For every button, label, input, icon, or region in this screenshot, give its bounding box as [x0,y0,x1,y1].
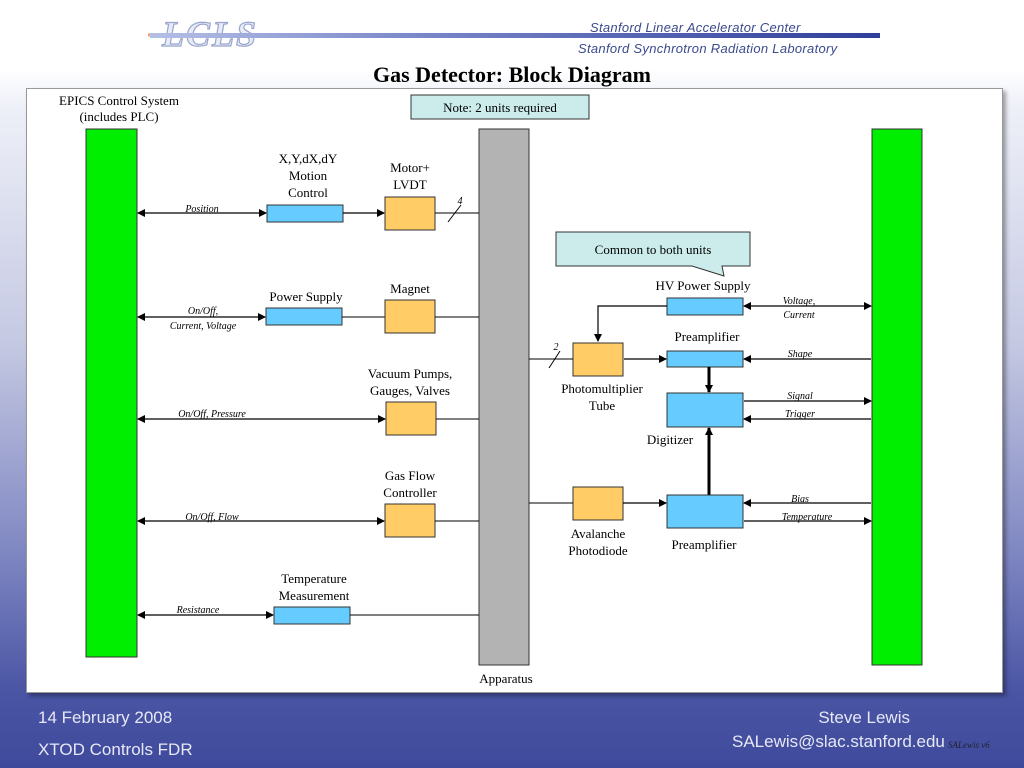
power-supply-label: Power Supply [269,289,343,304]
hv-power-supply-box [666,297,744,316]
preamp-bottom-box [666,494,744,529]
shape-signal: Shape [788,349,813,360]
footer-email: SALewis@slac.stanford.edu [732,732,945,751]
block-diagram: EPICS Control System (includes PLC) Appa… [59,93,923,686]
epics-label-line2: (includes PLC) [79,109,158,124]
signal-label: Signal [787,391,813,402]
onoff-flow-signal: On/Off, Flow [185,512,239,523]
gasflow-label-line1: Gas Flow [385,468,436,483]
xy-label-line2: Motion [289,168,328,183]
note-box [410,94,590,120]
bus-slash-4 [447,204,462,223]
resistance-signal: Resistance [176,605,220,616]
ssrl-label: Stanford Synchrotron Radiation Laborator… [578,41,838,56]
note-text: Note: 2 units required [443,100,557,115]
gasflow-label-line2: Controller [383,485,437,500]
gasflow-box [384,503,436,538]
epics-bar-right [871,128,923,666]
motor-label-line1: Motor+ [390,160,430,175]
epics-label-line1: EPICS Control System [59,93,179,108]
preamp-top-label: Preamplifier [675,329,741,344]
trigger-label: Trigger [785,409,815,420]
epics-bar-left [85,128,138,658]
vacuum-label-line1: Vacuum Pumps, [368,366,453,381]
onoff-signal-line2: Current, Voltage [170,321,237,332]
diagram-panel: EPICS Control System (includes PLC) Appa… [26,88,1003,693]
pmt-label-line2: Tube [589,398,615,413]
power-supply-box [265,307,343,326]
footer-author: Steve Lewis [818,708,910,727]
footer-date: 14 February 2008 [38,708,173,727]
footer-version: SALewis v6 [948,740,990,750]
xy-label-line1: X,Y,dX,dY [279,151,338,166]
motor-lvdt-box [384,196,436,231]
apd-label-line1: Avalanche [571,526,626,541]
apd-box [572,486,624,521]
hv-to-pmt-arrow [594,305,667,342]
apd-label-line2: Photodiode [568,543,627,558]
slac-label: Stanford Linear Accelerator Center [590,20,801,35]
preamp-top-box [666,350,744,368]
magnet-box [384,299,436,334]
apparatus-label: Apparatus [479,671,532,686]
common-callout [555,231,751,277]
magnet-label: Magnet [390,281,430,296]
footer-project: XTOD Controls FDR [38,740,193,759]
voltage-signal-line2: Current [783,310,815,321]
temp-label-line1: Temperature [281,571,347,586]
digitizer-box [666,392,744,428]
onoff-signal-line1: On/Off, [188,306,218,317]
preamp-bottom-label: Preamplifier [672,537,738,552]
header-rule [150,33,880,38]
lcls-logo: LCLS [148,13,288,52]
xy-label-line3: Control [288,185,328,200]
bus-slash-2 [548,350,561,369]
pmt-label-line1: Photomultiplier [561,381,643,396]
temp-label-line2: Measurement [279,588,350,603]
bias-label: Bias [791,494,809,505]
xy-motion-box [266,204,344,223]
pmt-box [572,342,624,377]
onoff-pressure-signal: On/Off, Pressure [178,409,246,420]
slide-title: Gas Detector: Block Diagram [373,62,651,87]
hv-label: HV Power Supply [655,278,751,293]
bus-count-4: 4 [458,196,463,207]
common-text: Common to both units [595,242,712,257]
temperature-signal-label: Temperature [782,512,833,523]
bus-count-2: 2 [554,342,559,353]
vacuum-label-line2: Gauges, Valves [370,383,450,398]
apparatus-bar [478,128,530,666]
voltage-signal-line1: Voltage, [783,296,816,307]
position-signal: Position [184,204,218,215]
digitizer-label: Digitizer [647,432,694,447]
motor-label-line2: LVDT [393,177,427,192]
temperature-box [273,606,351,625]
vacuum-box [385,401,437,436]
